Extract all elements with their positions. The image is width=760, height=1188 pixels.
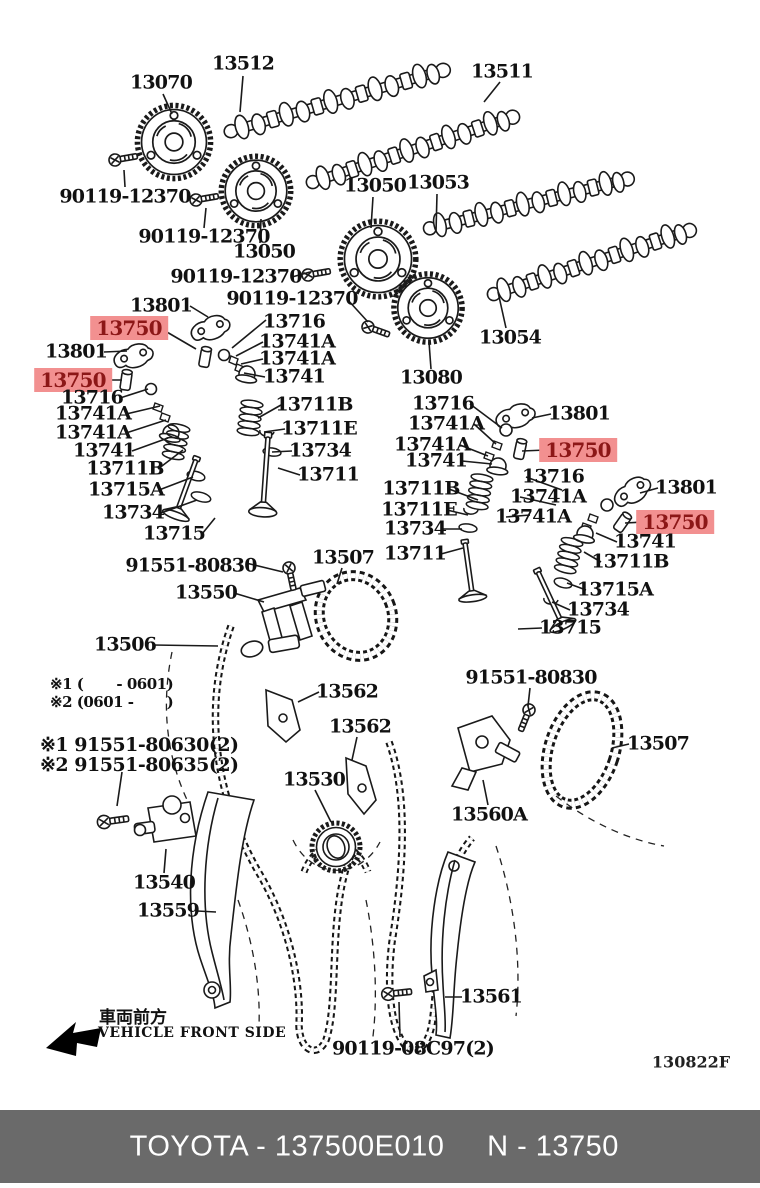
part-label-13741[interactable]: 13741 [262,365,326,388]
part-label-13716[interactable]: 13716 [411,392,475,415]
part-label-13080[interactable]: 13080 [399,366,463,389]
part-label-13050[interactable]: 13050 [343,174,407,197]
part-label-13734[interactable]: 13734 [383,517,447,540]
note-bolt-1: ※1 91551-80630(2) [40,734,239,756]
part-label-13507[interactable]: 13507 [311,546,375,569]
part-label-90119-12370[interactable]: 90119-12370 [59,185,191,208]
part-label-13801[interactable]: 13801 [44,340,108,363]
part-label-13711[interactable]: 13711 [296,463,360,486]
part-label-90119-12370[interactable]: 90119-12370 [170,265,302,288]
part-label-91551-80830[interactable]: 91551-80830 [125,554,257,577]
front-side-label-en: VEHICLE FRONT SIDE [98,1025,287,1041]
front-arrow [46,1022,101,1056]
part-label-13741A[interactable]: 13741A [258,347,336,370]
footer-bar: TOYOTA - 137500E010 N - 13750 [0,1110,760,1183]
part-label-13741[interactable]: 13741 [404,449,468,472]
note-bolt-2: ※2 91551-80635(2) [40,754,239,776]
note-applicability-1: ※1 ( - 0601) [50,675,174,693]
part-label-13550[interactable]: 13550 [174,581,238,604]
part-label-13801[interactable]: 13801 [654,476,718,499]
part-label-13711B[interactable]: 13711B [382,477,460,500]
part-label-13750-highlighted[interactable]: 13750 [539,438,617,462]
part-label-91551-80830[interactable]: 91551-80830 [465,666,597,689]
part-label-13559[interactable]: 13559 [136,899,200,922]
part-label-13741A[interactable]: 13741A [509,485,587,508]
part-label-13562[interactable]: 13562 [328,715,392,738]
part-label-13540[interactable]: 13540 [132,871,196,894]
part-label-13711B[interactable]: 13711B [591,550,669,573]
part-label-13801[interactable]: 13801 [129,294,193,317]
part-label-13070[interactable]: 13070 [129,71,193,94]
part-label-13741A[interactable]: 13741A [407,412,485,435]
part-label-13750-highlighted[interactable]: 13750 [90,316,168,340]
part-label-13506[interactable]: 13506 [93,633,157,656]
part-label-90119-12370[interactable]: 90119-12370 [226,287,358,310]
note-applicability-2: ※2 (0601 - ) [50,693,174,711]
footer-part-number: TOYOTA - 137500E010 [129,1130,445,1162]
part-label-13711E[interactable]: 13711E [381,498,458,521]
part-label-13053[interactable]: 13053 [406,171,470,194]
part-label-13715A[interactable]: 13715A [576,578,654,601]
part-label-13741A[interactable]: 13741A [54,402,132,425]
part-label-13750-highlighted[interactable]: 13750 [34,368,112,392]
part-label-13750-highlighted[interactable]: 13750 [636,510,714,534]
part-label-13054[interactable]: 13054 [478,326,542,349]
part-label-13741A[interactable]: 13741A [393,433,471,456]
part-label-13801[interactable]: 13801 [547,402,611,425]
part-label-13715A[interactable]: 13715A [87,478,165,501]
part-label-13734[interactable]: 13734 [101,501,165,524]
part-label-90119-08C97(2)[interactable]: 90119-08C97(2) [332,1037,495,1060]
part-label-13711B[interactable]: 13711B [275,393,353,416]
part-label-13561[interactable]: 13561 [459,985,523,1008]
part-label-13507[interactable]: 13507 [626,732,690,755]
part-label-13512[interactable]: 13512 [211,52,275,75]
part-label-13741[interactable]: 13741 [72,439,136,462]
part-label-13715[interactable]: 13715 [538,616,602,639]
footer-ref-number: N - 13750 [487,1130,619,1162]
part-label-13711[interactable]: 13711 [383,542,447,565]
part-label-13050[interactable]: 13050 [232,240,296,263]
part-label-13530[interactable]: 13530 [282,768,346,791]
part-label-13711E[interactable]: 13711E [281,417,358,440]
drawing-code: 130822F [651,1052,731,1072]
part-label-13562[interactable]: 13562 [315,680,379,703]
part-label-13741A[interactable]: 13741A [54,421,132,444]
part-label-13734[interactable]: 13734 [288,439,352,462]
part-label-13741A[interactable]: 13741A [494,505,572,528]
part-label-13511[interactable]: 13511 [470,60,534,83]
front-side-label-jp: 車両前方 [99,1008,167,1028]
part-label-13716[interactable]: 13716 [262,310,326,333]
part-label-90119-12370[interactable]: 90119-12370 [138,225,270,248]
part-label-13741[interactable]: 13741 [613,530,677,553]
part-label-13716[interactable]: 13716 [60,386,124,409]
part-label-13711B[interactable]: 13711B [86,457,164,480]
part-label-13734[interactable]: 13734 [566,598,630,621]
diagram-artwork [46,54,701,1056]
part-label-13715[interactable]: 13715 [142,522,206,545]
part-label-13716[interactable]: 13716 [521,465,585,488]
part-label-13560A[interactable]: 13560A [450,803,528,826]
part-label-13741A[interactable]: 13741A [258,330,336,353]
